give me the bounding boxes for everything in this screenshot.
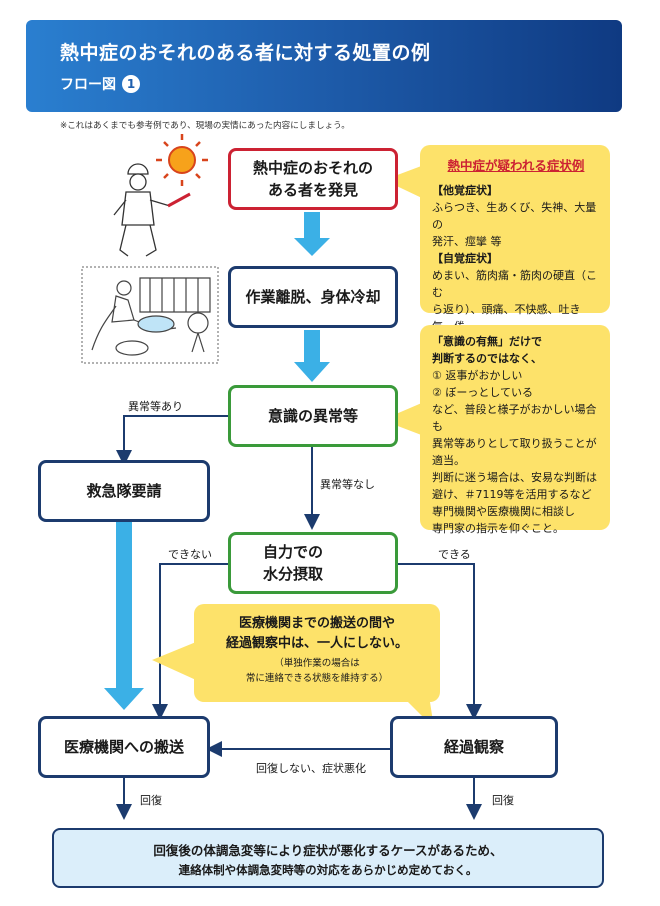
symptoms-callout: 熱中症が疑われる症状例 【他覚症状】 ふらつき、生あくび、失神、大量の 発汗、痙… xyxy=(420,145,610,350)
consciousness-guidance: など、普段と様子がおかしい場合も 異常等ありとして取り扱うことが 適当。 xyxy=(432,403,597,467)
node-conscious: 意識の異常等 xyxy=(228,385,398,447)
bottom-note-line-1: 回復後の体調急変等により症状が悪化するケースがあるため、 xyxy=(153,843,503,858)
node-ambulance-label: 救急隊要請 xyxy=(86,482,162,500)
label-can: できる xyxy=(438,548,471,561)
node-observe-label: 経過観察 xyxy=(443,738,504,756)
sun-illustration xyxy=(156,134,208,186)
alone-callout: 医療機関までの搬送の間や 経過観察中は、一人にしない。 （単独作業の場合は 常に… xyxy=(194,604,440,702)
consciousness-lead: 「意識の有無」だけで 判断するのではなく、 xyxy=(432,335,542,365)
header-banner: 熱中症のおそれのある者に対する処置の例 フロー図 1 xyxy=(26,20,622,112)
cooling-illustration xyxy=(81,266,219,364)
worker-illustration xyxy=(113,163,191,257)
node-ambulance: 救急隊要請 xyxy=(38,460,210,522)
node-conscious-label: 意識の異常等 xyxy=(267,407,358,425)
alone-sub: （単独作業の場合は 常に連絡できる状態を維持する） xyxy=(245,658,389,684)
page-subtitle: フロー図 1 xyxy=(60,74,140,94)
bottom-note: 回復後の体調急変等により症状が悪化するケースがあるため、 連絡体制や体調急変時等… xyxy=(52,828,604,888)
self-symptoms-label: 【自覚症状】 xyxy=(432,252,498,265)
label-abnormal-yes: 異常等あり xyxy=(128,400,183,413)
label-abnormal-no: 異常等なし xyxy=(320,478,375,491)
node-water: 自力での 水分摂取 xyxy=(228,532,398,594)
node-water-label: 自力での 水分摂取 xyxy=(263,543,324,583)
node-discover: 熱中症のおそれの ある者を発見 xyxy=(228,148,398,210)
subtitle-text: フロー図 xyxy=(60,77,116,93)
consciousness-advice: 判断に迷う場合は、安易な判断は 避け、＃7119等を活用するなど 専門機関や医療… xyxy=(432,471,597,535)
reference-note: ※これはあくまでも参考例であり、現場の実情にあった内容にしましょう。 xyxy=(60,121,350,131)
main-flow-arrows xyxy=(104,212,330,710)
number-badge: 1 xyxy=(122,75,140,93)
node-observe: 経過観察 xyxy=(390,716,558,778)
page-title: 熱中症のおそれのある者に対する処置の例 xyxy=(60,42,431,64)
node-transport-label: 医療機関への搬送 xyxy=(63,738,184,756)
consciousness-callout: 「意識の有無」だけで 判断するのではなく、 ① 返事がおかしい ② ぼーっとして… xyxy=(420,325,610,535)
bottom-note-line-2: 連絡体制や体調急変時等の対応をあらかじめ定めておく。 xyxy=(178,863,478,877)
symptoms-heading: 熱中症が疑われる症状例 xyxy=(447,158,585,173)
alone-main: 医療機関までの搬送の間や 経過観察中は、一人にしない。 xyxy=(225,616,408,651)
consciousness-item-1: ① 返事がおかしい xyxy=(432,369,523,382)
label-recover-left: 回復 xyxy=(140,794,162,807)
label-not-recovered: 回復しない、症状悪化 xyxy=(256,762,366,775)
other-symptoms-text: ふらつき、生あくび、失神、大量の 発汗、痙攣 等 xyxy=(432,201,597,248)
consciousness-item-2: ② ぼーっとしている xyxy=(432,386,534,399)
other-symptoms-label: 【他覚症状】 xyxy=(432,184,498,197)
node-cool: 作業離脱、身体冷却 xyxy=(228,266,398,328)
label-cannot: できない xyxy=(168,548,212,561)
node-cool-label: 作業離脱、身体冷却 xyxy=(245,288,381,306)
node-discover-label: 熱中症のおそれの ある者を発見 xyxy=(252,159,373,199)
connector-lines xyxy=(116,415,482,820)
label-recover-right: 回復 xyxy=(492,794,514,807)
node-transport: 医療機関への搬送 xyxy=(38,716,210,778)
